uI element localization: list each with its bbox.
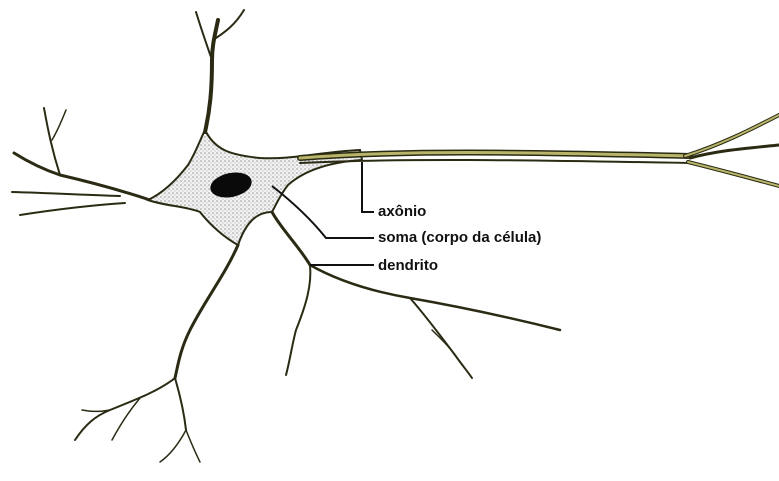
soma-label: soma (corpo da célula) (378, 230, 541, 245)
soma-leader-line (272, 186, 374, 238)
soma-body (148, 130, 362, 245)
axon (300, 115, 779, 186)
axon-label: axônio (378, 204, 426, 219)
axon-leader-line (362, 162, 374, 212)
dendrite-label: dendrito (378, 258, 438, 273)
